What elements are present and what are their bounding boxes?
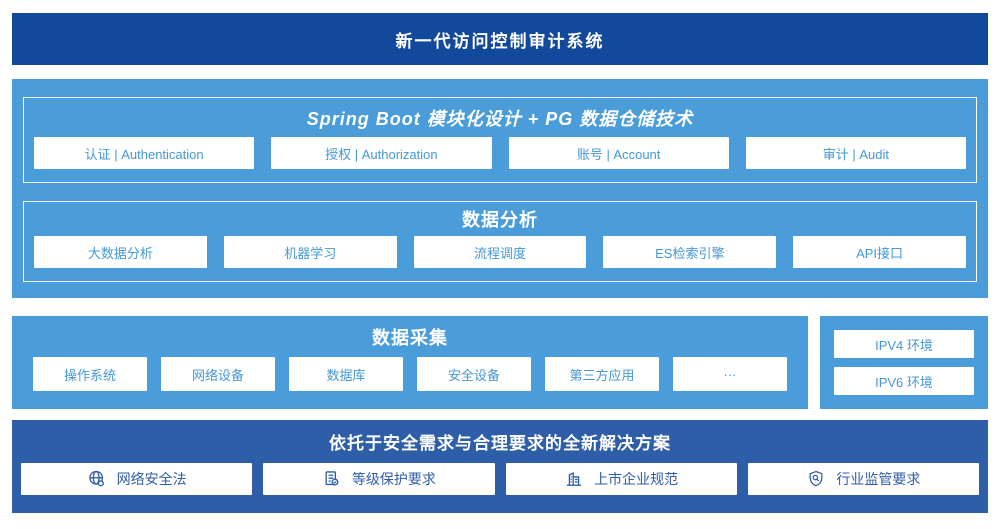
collection-card-database: 数据库: [289, 357, 403, 391]
analysis-card-es: ES检索引擎: [603, 236, 777, 268]
banner: 新一代访问控制审计系统: [12, 13, 988, 65]
analysis-card-ml: 机器学习: [223, 236, 397, 268]
collection-section: 数据采集 操作系统 网络设备 数据库 安全设备 第三方应用 ···: [12, 316, 808, 409]
module-card-authentication: 认证 | Authentication: [34, 137, 255, 170]
solution-card-label: 等级保护要求: [351, 471, 436, 487]
module-card-authorization: 授权 | Authorization: [271, 137, 492, 170]
env-card-ipv4: IPV4 环境: [834, 330, 974, 358]
platform-section: Spring Boot 模块化设计 + PG 数据仓储技术 认证 | Authe…: [12, 79, 988, 298]
solution-card-industry-regulation: 行业监管要求: [747, 463, 979, 495]
collection-row: 操作系统 网络设备 数据库 安全设备 第三方应用 ···: [12, 357, 808, 409]
solution-row: 网络安全法 等级保护要求: [12, 463, 988, 513]
solution-card-listed-company: 上市企业规范: [505, 463, 737, 495]
globe-icon: [87, 469, 107, 489]
modules-group-title: Spring Boot 模块化设计 + PG 数据仓储技术: [306, 108, 694, 129]
solution-section: 依托于安全需求与合理要求的全新解决方案 网络安全法: [12, 420, 988, 513]
modules-row: 认证 | Authentication 授权 | Authorization 账…: [24, 137, 976, 182]
collection-title: 数据采集: [372, 327, 448, 348]
collection-card-security-device: 安全设备: [417, 357, 531, 391]
solution-card-label: 网络安全法: [116, 471, 187, 487]
module-card-audit: 审计 | Audit: [745, 137, 966, 170]
analysis-group: 数据分析 大数据分析 机器学习 流程调度 ES检索引擎 API接口: [23, 201, 977, 282]
document-check-icon: [322, 469, 342, 489]
collection-card-os: 操作系统: [33, 357, 147, 391]
solution-card-label: 行业监管要求: [836, 471, 921, 487]
solution-title: 依托于安全需求与合理要求的全新解决方案: [329, 434, 671, 453]
solution-card-cybersecurity-law: 网络安全法: [21, 463, 253, 495]
analysis-row: 大数据分析 机器学习 流程调度 ES检索引擎 API接口: [24, 236, 976, 281]
page-title: 新一代访问控制审计系统: [395, 31, 605, 51]
analysis-card-workflow: 流程调度: [413, 236, 587, 268]
module-card-account: 账号 | Account: [508, 137, 729, 170]
environment-panel: IPV4 环境 IPV6 环境: [820, 316, 988, 409]
building-icon: [564, 469, 584, 489]
solution-card-label: 上市企业规范: [594, 471, 679, 487]
analysis-card-bigdata: 大数据分析: [34, 236, 207, 268]
modules-group: Spring Boot 模块化设计 + PG 数据仓储技术 认证 | Authe…: [23, 97, 977, 184]
collection-card-more: ···: [673, 357, 787, 391]
env-card-ipv6: IPV6 环境: [834, 367, 974, 395]
analysis-group-title: 数据分析: [462, 210, 538, 231]
solution-card-classified-protection: 等级保护要求: [263, 463, 495, 495]
collection-card-thirdparty: 第三方应用: [545, 357, 659, 391]
analysis-card-api: API接口: [793, 236, 966, 268]
shield-magnifier-icon: [806, 469, 826, 489]
collection-card-network-device: 网络设备: [161, 357, 275, 391]
